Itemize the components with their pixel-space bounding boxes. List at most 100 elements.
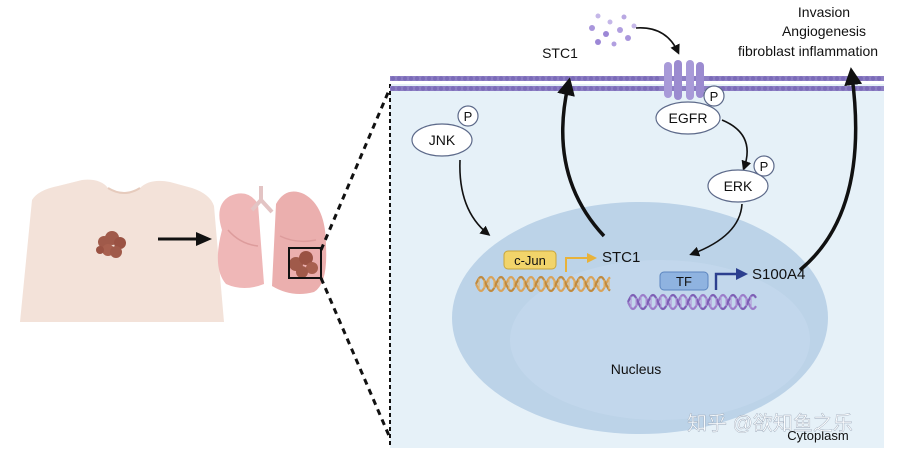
membrane-lipid-head <box>570 86 576 91</box>
membrane-lipid-head <box>594 86 600 91</box>
membrane-lipid-head <box>816 86 822 91</box>
zoom-box <box>288 247 322 279</box>
membrane-lipid-head <box>624 76 630 81</box>
membrane-lipid-head <box>774 76 780 81</box>
membrane-lipid-head <box>414 86 420 91</box>
membrane-lipid-head <box>786 86 792 91</box>
membrane-lipid-head <box>486 86 492 91</box>
arrow-torso-to-lung <box>158 232 212 246</box>
membrane-lipid-head <box>480 76 486 81</box>
membrane-lipid-head <box>408 86 414 91</box>
arrow-egfr-to-erk <box>721 119 752 171</box>
membrane-lipid-head <box>498 86 504 91</box>
tumor-lung <box>289 251 318 278</box>
egfr-phospho: P <box>710 89 719 104</box>
membrane-lipid-head <box>750 86 756 91</box>
membrane-lipid-head <box>426 76 432 81</box>
membrane-lipid-head <box>552 76 558 81</box>
membrane-lipid-head <box>522 86 528 91</box>
membrane-lipid-head <box>708 76 714 81</box>
egfr-receptor <box>664 60 704 100</box>
membrane-lipid-head <box>720 76 726 81</box>
s100a4-label: S100A4 <box>752 266 805 283</box>
egfr-node: EGFR P <box>655 85 725 135</box>
membrane-lipid-head <box>606 86 612 91</box>
membrane-lipid-head <box>786 76 792 81</box>
membrane-lipid-head <box>864 86 870 91</box>
membrane-lipid-head <box>798 86 804 91</box>
lungs <box>217 186 327 294</box>
nucleus-label: Nucleus <box>611 361 662 377</box>
membrane-lipid-head <box>552 86 558 91</box>
membrane-lipid-head <box>822 86 828 91</box>
membrane-lipid-head <box>480 86 486 91</box>
membrane-lipid-head <box>804 86 810 91</box>
membrane-lipid-head <box>438 76 444 81</box>
tumor-torso <box>96 231 126 258</box>
membrane-lipid-head <box>600 86 606 91</box>
membrane-lipid-head <box>810 86 816 91</box>
membrane-lipid-head <box>528 86 534 91</box>
membrane-lipid-head <box>432 86 438 91</box>
membrane-lipid-head <box>618 86 624 91</box>
membrane-lipid-head <box>792 76 798 81</box>
membrane-lipid-head <box>810 76 816 81</box>
membrane-lipid-head <box>612 76 618 81</box>
membrane-lipid-head <box>762 86 768 91</box>
membrane-lipid-head <box>504 76 510 81</box>
membrane-lipid-head <box>840 86 846 91</box>
membrane-lipid-head <box>420 86 426 91</box>
membrane-lipid-head <box>606 76 612 81</box>
membrane-lipid-head <box>408 76 414 81</box>
membrane-lipid-head <box>558 76 564 81</box>
arrow-tf-to-s100a4 <box>714 268 748 290</box>
membrane-lipid-head <box>726 86 732 91</box>
membrane-lipid-head <box>828 76 834 81</box>
erk-node: ERK P <box>707 155 775 203</box>
membrane-lipid-head <box>816 76 822 81</box>
membrane-lipid-head <box>510 76 516 81</box>
membrane-lipid-head <box>768 86 774 91</box>
membrane-lipid-head <box>828 86 834 91</box>
membrane-lipid-head <box>876 76 882 81</box>
membrane-lipid-head <box>444 76 450 81</box>
dna-strand-cjun <box>475 275 611 293</box>
membrane-lipid-head <box>492 76 498 81</box>
membrane-lipid-head <box>858 86 864 91</box>
stc1-gene-label: STC1 <box>602 249 640 266</box>
membrane-lipid-head <box>618 76 624 81</box>
membrane-lipid-head <box>444 86 450 91</box>
membrane-lipid-head <box>486 76 492 81</box>
tf-node: TF <box>659 271 709 291</box>
membrane-lipid-head <box>774 86 780 91</box>
membrane-lipid-head <box>570 76 576 81</box>
membrane-lipid-head <box>780 76 786 81</box>
dna-strand-tf <box>627 293 757 311</box>
membrane-lipid-head <box>648 76 654 81</box>
outcome-invasion: Invasion <box>798 4 850 20</box>
erk-phospho: P <box>760 159 769 174</box>
membrane-lipid-head <box>450 86 456 91</box>
membrane-lipid-head <box>738 76 744 81</box>
membrane-lipid-head <box>516 86 522 91</box>
zoom-lines <box>319 87 392 439</box>
membrane-lipid-head <box>564 76 570 81</box>
membrane-lipid-head <box>462 86 468 91</box>
egfr-label: EGFR <box>669 110 708 126</box>
membrane-lipid-head <box>492 86 498 91</box>
jnk-node: JNK P <box>411 105 479 157</box>
membrane-lipid-head <box>498 76 504 81</box>
membrane-lipid-head <box>576 86 582 91</box>
membrane-lipid-head <box>804 76 810 81</box>
stc1-secreted-particles <box>589 13 637 47</box>
membrane-lipid-head <box>468 86 474 91</box>
membrane-lipid-head <box>636 86 642 91</box>
jnk-phospho: P <box>464 109 473 124</box>
membrane-lipid-head <box>438 86 444 91</box>
membrane-lipid-head <box>846 86 852 91</box>
membrane-lipid-head <box>642 86 648 91</box>
membrane-lipid-head <box>756 76 762 81</box>
membrane-lipid-head <box>600 76 606 81</box>
membrane-lipid-head <box>654 86 660 91</box>
